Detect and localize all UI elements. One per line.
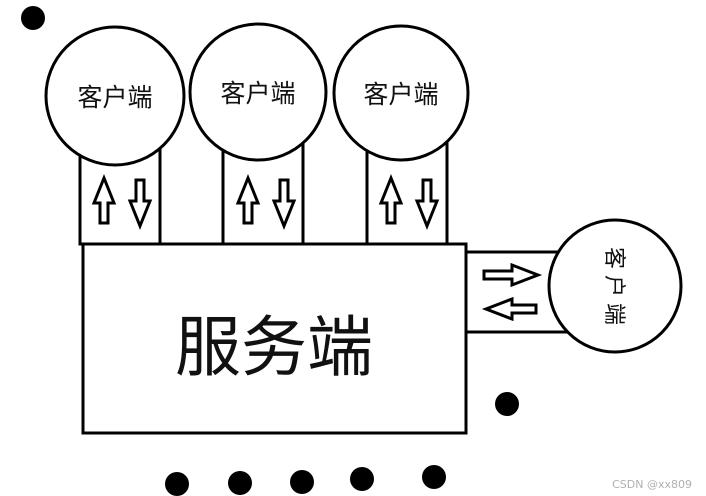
client-node-3: 客户端: [332, 24, 470, 162]
server-node: 服务端: [81, 242, 468, 435]
dot: [422, 465, 446, 489]
watermark: CSDN @xx809: [612, 478, 692, 491]
left-arrow-icon: [481, 296, 538, 322]
side-client-char-3: 端: [601, 303, 626, 325]
server-label: 服务端: [175, 309, 373, 386]
dot: [21, 6, 45, 30]
client-label-1: 客户端: [77, 83, 152, 112]
client-label-2: 客户端: [220, 79, 295, 108]
down-arrow-icon: [271, 178, 297, 231]
down-arrow-icon: [127, 178, 153, 231]
up-arrow-icon: [91, 173, 117, 225]
dot: [495, 392, 519, 416]
side-client-char-1: 客: [601, 247, 626, 269]
client-node-1: 客户端: [44, 25, 186, 167]
dot: [290, 470, 314, 494]
down-arrow-icon: [414, 178, 440, 231]
up-arrow-icon: [378, 173, 404, 225]
client-label-3: 客户端: [363, 80, 438, 109]
dot: [165, 472, 189, 496]
dot: [228, 471, 252, 495]
client-node-side: 客 户 端: [547, 218, 683, 354]
up-arrow-icon: [235, 173, 261, 225]
client-node-2: 客户端: [188, 22, 328, 162]
side-client-char-2: 户: [601, 275, 626, 297]
dot: [350, 467, 374, 491]
right-arrow-icon: [482, 262, 543, 288]
